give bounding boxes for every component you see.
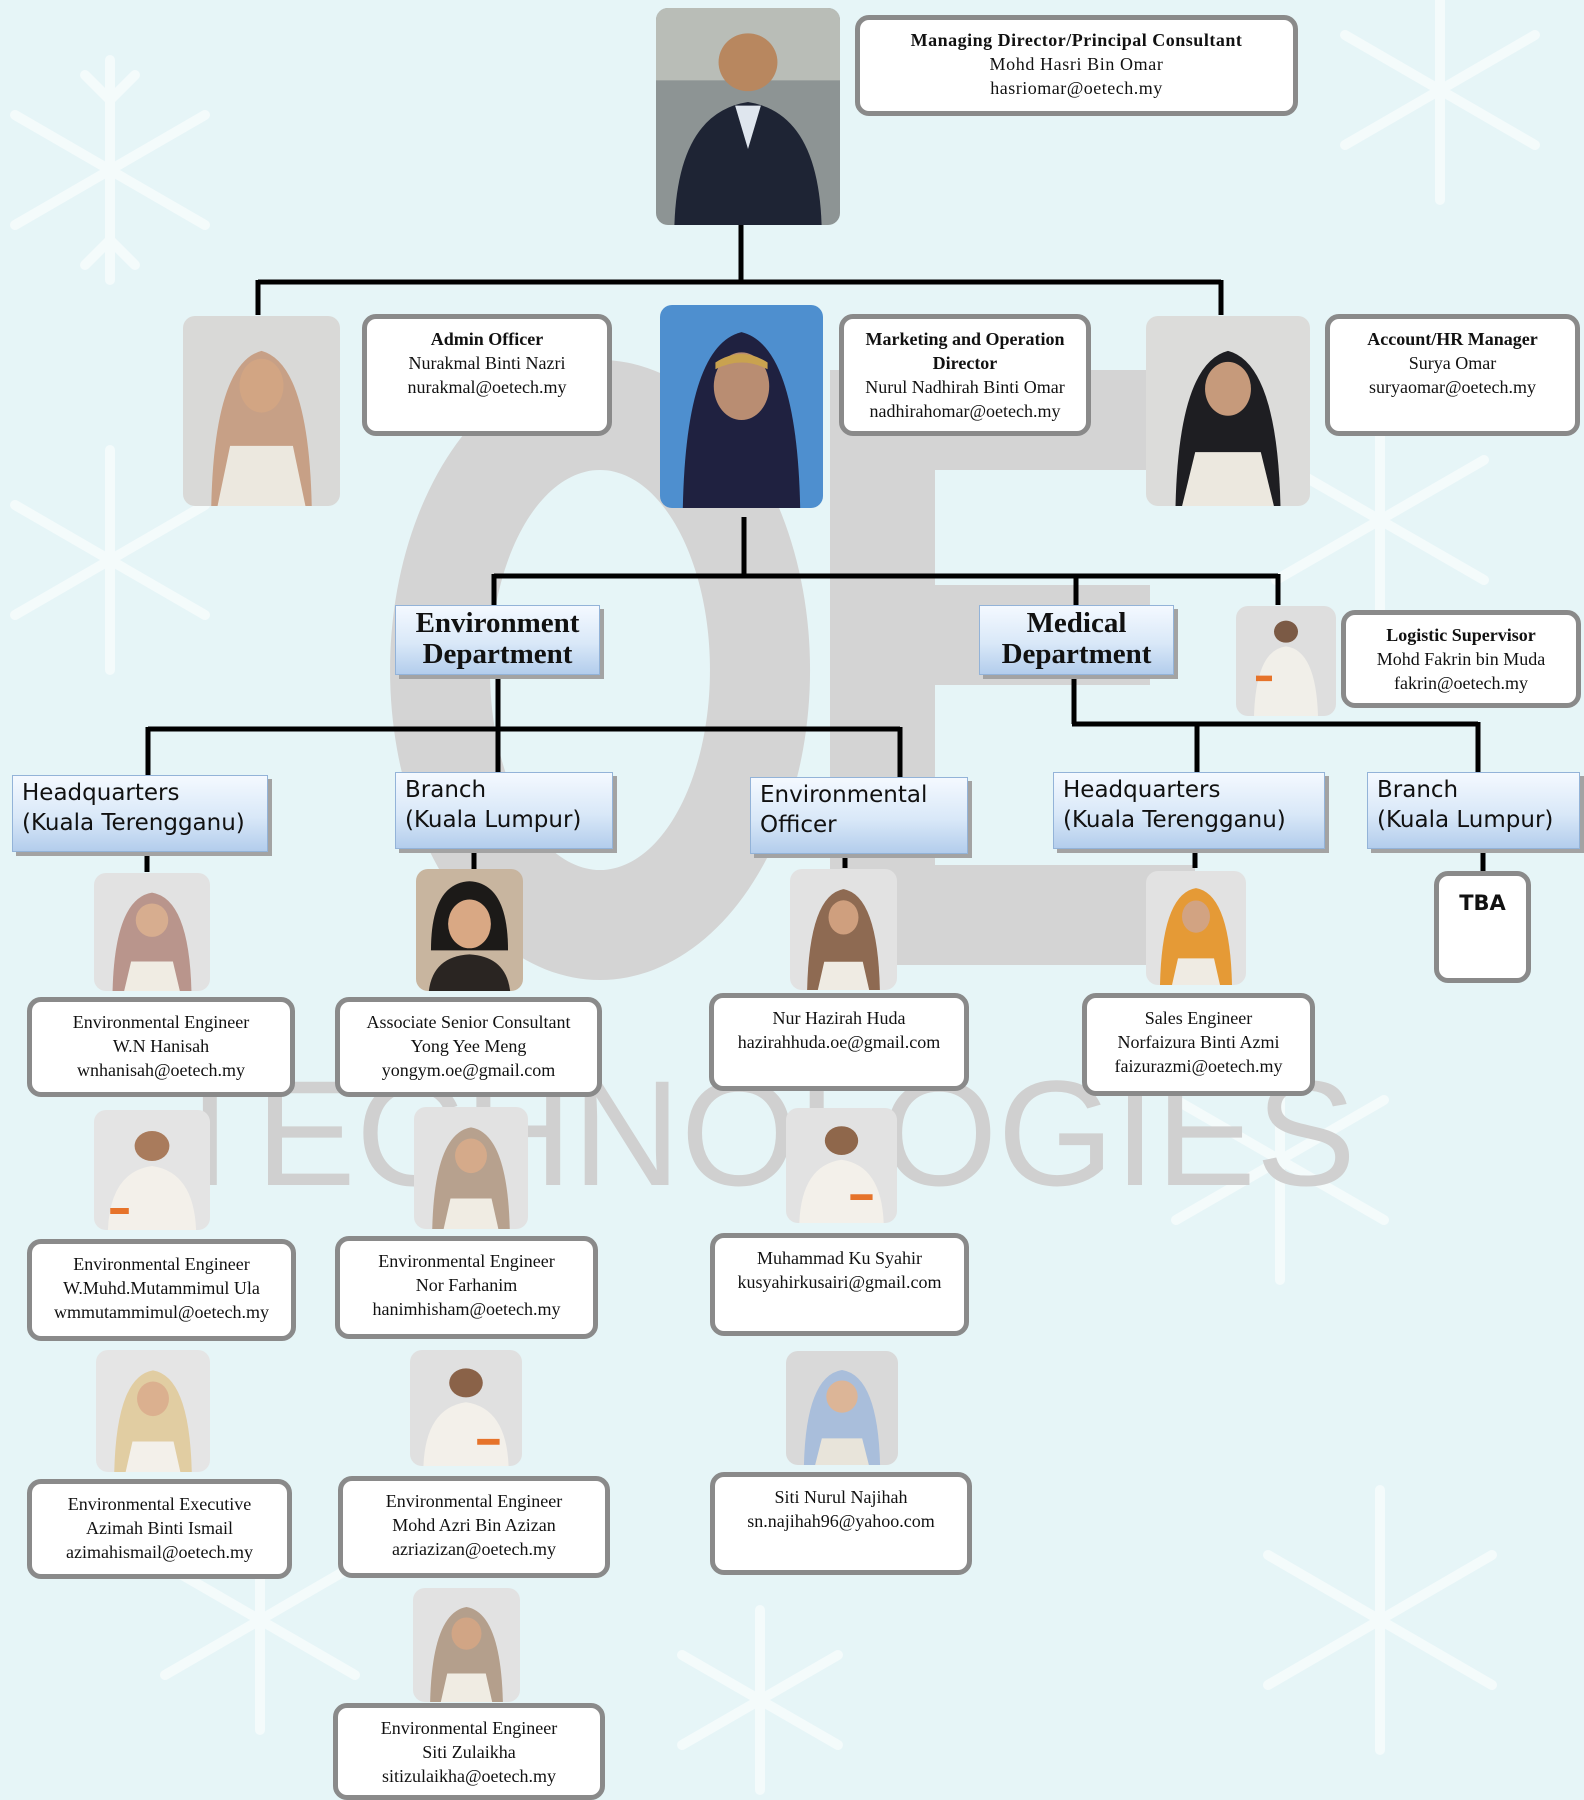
- hazirah-photo: [790, 869, 897, 990]
- mod-card: Marketing and Operation Director Nurul N…: [839, 314, 1091, 436]
- md-email: hasriomar@oetech.my: [990, 78, 1163, 98]
- md-name: Mohd Hasri Bin Omar: [989, 54, 1164, 74]
- faizura-photo: [1146, 871, 1246, 985]
- admin-name: Nurakmal Binti Nazri: [408, 353, 566, 373]
- md-card: Managing Director/Principal Consultant M…: [855, 15, 1298, 116]
- najihah-photo: [786, 1351, 898, 1465]
- md-role: Managing Director/Principal Consultant: [910, 30, 1243, 50]
- admin-email: nurakmal@oetech.my: [407, 377, 567, 397]
- tba-box: TBA: [1434, 871, 1531, 983]
- mod-photo: [660, 305, 823, 508]
- yong-card: Associate Senior Consultant Yong Yee Men…: [335, 997, 602, 1097]
- hr-manager-card: Account/HR Manager Surya Omar suryaomar@…: [1325, 314, 1580, 436]
- azimah-card: Environmental Executive Azimah Binti Ism…: [27, 1479, 292, 1579]
- farhanim-card: Environmental Engineer Nor Farhanim hani…: [335, 1236, 598, 1339]
- azri-photo: [410, 1350, 522, 1466]
- mod-role-line2: Director: [932, 353, 998, 373]
- mod-email: nadhirahomar@oetech.my: [869, 401, 1061, 421]
- env-headquarters-branch: Headquarters (Kuala Terengganu): [12, 775, 268, 852]
- hanisah-photo: [94, 873, 210, 991]
- hr-email: suryaomar@oetech.my: [1368, 377, 1537, 397]
- mod-role-line1: Marketing and Operation: [865, 329, 1065, 349]
- zulaikha-photo: [413, 1588, 520, 1702]
- env-kl-branch: Branch (Kuala Lumpur): [395, 772, 613, 849]
- hanisah-card: Environmental Engineer W.N Hanisah wnhan…: [27, 997, 295, 1097]
- admin-officer-card: Admin Officer Nurakmal Binti Nazri nurak…: [362, 314, 612, 436]
- zulaikha-card: Environmental Engineer Siti Zulaikha sit…: [333, 1703, 605, 1800]
- azri-card: Environmental Engineer Mohd Azri Bin Azi…: [338, 1476, 610, 1578]
- najihah-card: Siti Nurul Najihah sn.najihah96@yahoo.co…: [710, 1472, 972, 1575]
- logistic-supervisor-photo: [1236, 606, 1336, 716]
- yong-photo: [416, 869, 523, 991]
- faizura-card: Sales Engineer Norfaizura Binti Azmi fai…: [1082, 993, 1315, 1096]
- farhanim-photo: [414, 1107, 528, 1229]
- admin-officer-photo: [183, 316, 340, 506]
- environment-department: Environment Department: [395, 605, 600, 675]
- md-photo: [656, 8, 840, 225]
- mod-name: Nurul Nadhirah Binti Omar: [865, 377, 1065, 397]
- syahir-card: Muhammad Ku Syahir kusyahirkusairi@gmail…: [710, 1233, 969, 1336]
- azimah-photo: [96, 1350, 210, 1472]
- logistic-role: Logistic Supervisor: [1386, 625, 1536, 645]
- mutammimul-photo: [94, 1110, 210, 1230]
- hr-name: Surya Omar: [1408, 353, 1497, 373]
- hazirah-card: Nur Hazirah Huda hazirahhuda.oe@gmail.co…: [709, 993, 969, 1091]
- med-headquarters-branch: Headquarters (Kuala Terengganu): [1053, 772, 1325, 849]
- medical-department: Medical Department: [979, 605, 1174, 675]
- admin-role: Admin Officer: [430, 329, 544, 349]
- logistic-email: fakrin@oetech.my: [1393, 673, 1529, 693]
- environmental-officer-branch: Environmental Officer: [750, 777, 968, 854]
- logistic-name: Mohd Fakrin bin Muda: [1376, 649, 1546, 669]
- hr-manager-photo: [1146, 316, 1310, 506]
- syahir-photo: [786, 1108, 897, 1223]
- med-kl-branch: Branch (Kuala Lumpur): [1367, 772, 1580, 849]
- logistic-supervisor-card: Logistic Supervisor Mohd Fakrin bin Muda…: [1341, 610, 1581, 708]
- mutammimul-card: Environmental Engineer W.Muhd.Mutammimul…: [27, 1239, 296, 1341]
- hr-role: Account/HR Manager: [1367, 329, 1538, 349]
